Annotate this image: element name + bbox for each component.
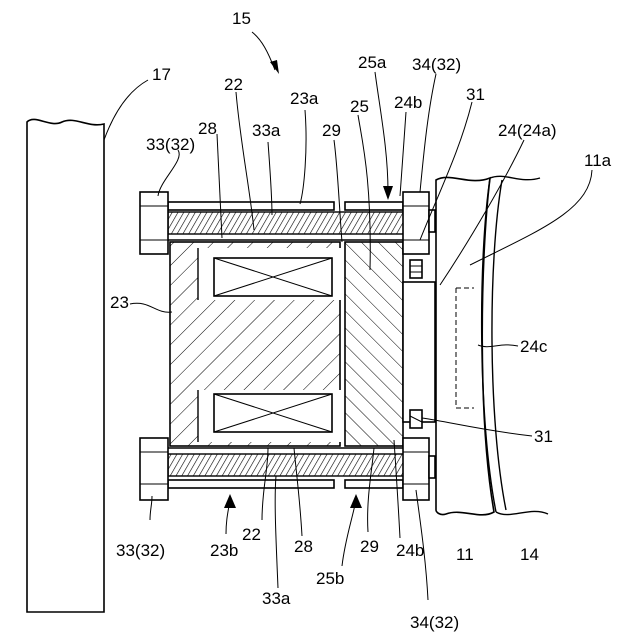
label-33a-top: 33a [252, 121, 281, 140]
disc-24 [403, 282, 435, 422]
label-24c: 24c [520, 337, 548, 356]
label-23: 23 [110, 293, 129, 312]
label-17: 17 [152, 65, 171, 84]
label-24b-bottom: 24b [396, 541, 424, 560]
label-25: 25 [350, 97, 369, 116]
label-29-top: 29 [322, 121, 341, 140]
label-23b: 23b [210, 541, 238, 560]
label-14: 14 [520, 545, 539, 564]
label-22-bottom: 22 [242, 525, 261, 544]
spacer-bottom-right [345, 480, 403, 488]
bolt-shaft-bottom [168, 454, 404, 476]
plate-25 [345, 242, 403, 446]
spring-31-top [410, 260, 422, 278]
wall-17 [27, 119, 104, 612]
bolt-end-top [429, 210, 435, 232]
ring-14 [490, 176, 540, 179]
label-34-32-top: 34(32) [412, 55, 461, 74]
label-25a: 25a [358, 53, 387, 72]
label-11: 11 [456, 545, 474, 564]
label-23a: 23a [290, 89, 319, 108]
label-33-32-bottom: 33(32) [116, 541, 165, 560]
label-33a-bottom: 33a [262, 589, 291, 608]
label-31-bottom: 31 [534, 427, 553, 446]
label-25b: 25b [316, 569, 344, 588]
label-28-top: 28 [198, 119, 217, 138]
label-29-bottom: 29 [360, 537, 379, 556]
bolt-head-33-top [140, 192, 168, 254]
spacer-top-right [345, 202, 403, 210]
label-22-top: 22 [224, 75, 243, 94]
label-33-32-top: 33(32) [146, 135, 195, 154]
label-15: 15 [232, 9, 251, 28]
spacer-bottom [168, 480, 334, 488]
bolt-end-bottom [429, 456, 435, 478]
nut-34-top [403, 192, 429, 254]
label-11a: 11a [584, 151, 612, 170]
label-28-bottom: 28 [294, 537, 313, 556]
label-24b-top: 24b [394, 93, 422, 112]
bolt-shaft-top [168, 212, 404, 234]
label-31-top: 31 [466, 85, 485, 104]
label-24-24a: 24(24a) [498, 121, 557, 140]
label-34-32-bottom: 34(32) [410, 613, 459, 632]
bolt-head-33-bottom [140, 438, 168, 500]
